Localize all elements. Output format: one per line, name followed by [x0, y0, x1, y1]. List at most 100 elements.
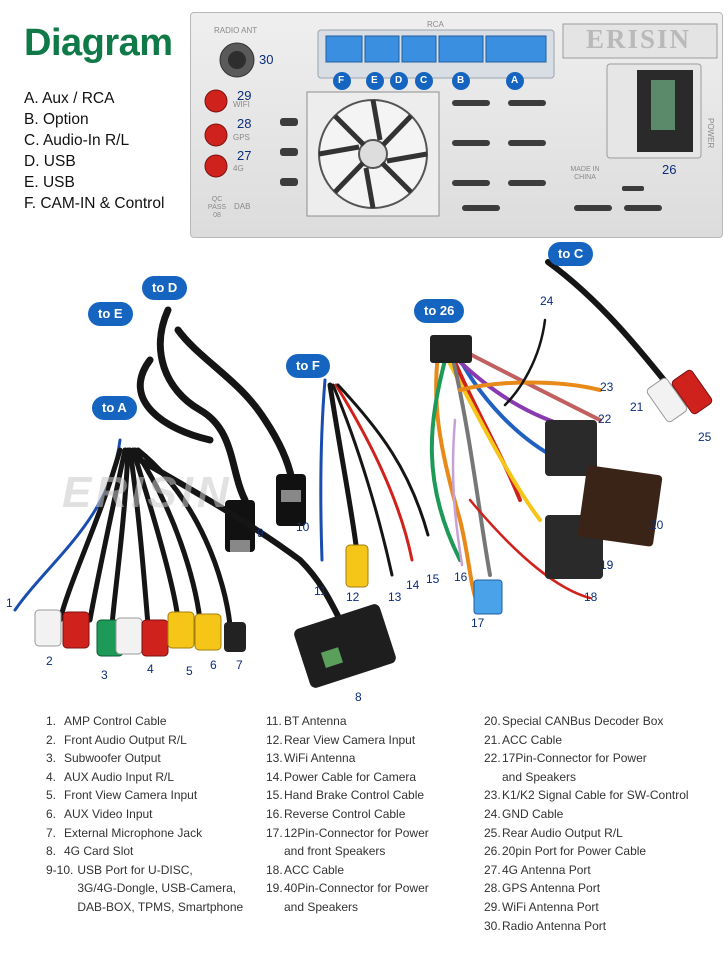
- caption-item: 30.Radio Antenna Port: [484, 918, 607, 933]
- legend-item-c: C. Audio-In R/L: [24, 132, 130, 149]
- dab-label: DAB: [234, 202, 251, 211]
- caption-item: 14.Power Cable for Camera: [266, 769, 417, 784]
- callout-1: 1: [6, 596, 13, 610]
- cooling-fan: [306, 91, 440, 217]
- caption-item: 2.Front Audio Output R/L: [46, 732, 187, 747]
- caption-item: 7.External Microphone Jack: [46, 825, 203, 840]
- rca-label: RCA: [427, 20, 444, 29]
- callout-9: 9: [257, 526, 264, 540]
- antenna-ports-red: [204, 89, 228, 178]
- port-legend: A. Aux / RCA B. Option C. Audio-In R/L D…: [24, 88, 164, 214]
- 4g-small-label: 4G: [233, 164, 244, 173]
- callout-8: 8: [355, 690, 362, 704]
- caption-item: 17.12Pin-Connector for Power and front S…: [266, 825, 429, 859]
- panel-vent-slots: [280, 100, 662, 211]
- rear-camera-plug: [345, 544, 369, 588]
- callout-25: 25: [698, 430, 712, 444]
- gps-small-label: GPS: [233, 133, 250, 142]
- port-number-27: 27: [237, 148, 252, 163]
- caption-column-1: 1.AMP Control Cable 2.Front Audio Output…: [46, 712, 243, 917]
- caption-item: 23.K1/K2 Signal Cable for SW-Control: [484, 788, 689, 803]
- callout-3: 3: [101, 668, 108, 682]
- legend-item-d: D. USB: [24, 153, 76, 170]
- brand-plate: [562, 23, 718, 59]
- caption-item: 25.Rear Audio Output R/L: [484, 825, 623, 840]
- bubble-to-c: to C: [548, 242, 594, 266]
- caption-item: 1.AMP Control Cable: [46, 714, 167, 728]
- rca-harness-a: [13, 438, 343, 628]
- port-number-26: 26: [662, 162, 677, 177]
- port-number-28: 28: [237, 116, 252, 131]
- port-letter-c: C: [420, 75, 428, 86]
- caption-item: 9-10.USB Port for U-DISC, 3G/4G-Dongle, …: [46, 862, 244, 914]
- port-letter-e: E: [371, 75, 378, 86]
- callout-22: 22: [598, 412, 612, 426]
- rca-plugs-front: [34, 609, 246, 657]
- callout-10: 10: [296, 520, 310, 534]
- callout-17: 17: [471, 616, 485, 630]
- callout-19: 19: [600, 558, 614, 572]
- caption-item: 28.GPS Antenna Port: [484, 881, 601, 896]
- caption-item: 19.40Pin-Connector for Power and Speaker…: [266, 881, 429, 914]
- callout-12: 12: [346, 590, 360, 604]
- caption-item: 27.4G Antenna Port: [484, 862, 591, 877]
- callout-11: 11: [314, 584, 327, 598]
- caption-item: 6.AUX Video Input: [46, 806, 153, 821]
- caption-item: 15.Hand Brake Control Cable: [266, 788, 425, 803]
- usb-port-10-tip: [281, 490, 301, 502]
- bubble-to-e: to E: [88, 302, 133, 326]
- caption-item: 3.Subwoofer Output: [46, 751, 161, 766]
- callout-2: 2: [46, 654, 53, 668]
- callout-7: 7: [236, 658, 243, 672]
- callout-6: 6: [210, 658, 217, 672]
- wifi-small-label: WIFI: [233, 100, 250, 109]
- legend-item-e: E. USB: [24, 174, 75, 191]
- callout-16: 16: [454, 570, 468, 584]
- callout-13: 13: [388, 590, 402, 604]
- watermark: ERISIN: [62, 468, 233, 517]
- callout-15: 15: [426, 572, 440, 586]
- callout-5: 5: [186, 664, 193, 678]
- bubble-to-a: to A: [92, 396, 137, 420]
- callout-24: 24: [540, 294, 554, 308]
- caption-item: 5.Front View Camera Input: [46, 788, 198, 803]
- port-letter-circles: [333, 72, 524, 90]
- caption-item: 11.BT Antenna: [266, 714, 347, 728]
- caption-item: 16.Reverse Control Cable: [266, 806, 406, 821]
- callout-23: 23: [600, 380, 614, 394]
- port-letter-a: A: [511, 75, 519, 86]
- port-number-30: 30: [259, 52, 274, 67]
- callout-14: 14: [406, 578, 420, 592]
- usb-cables: [136, 306, 296, 504]
- port-letter-b: B: [457, 75, 465, 86]
- qc-pass-label: QC PASS 08: [207, 196, 227, 219]
- legend-item-a: A. Aux / RCA: [24, 90, 115, 107]
- caption-item: 29.WiFi Antenna Port: [484, 899, 599, 914]
- connector-17pin: [545, 420, 597, 476]
- rear-audio-cable-c: [545, 259, 713, 423]
- port-letter-f: F: [338, 75, 345, 86]
- canbus-decoder-box: [577, 465, 663, 547]
- radio-ant-label: RADIO ANT: [214, 26, 258, 35]
- usb-port-9-tip: [230, 540, 250, 552]
- made-in-label: MADE IN CHINA: [570, 166, 600, 181]
- bubble-to-f: to F: [286, 354, 330, 378]
- caption-column-3: 20.Special CANBus Decoder Box 21.ACC Cab…: [484, 712, 689, 935]
- caption-item: 20.Special CANBus Decoder Box: [484, 714, 664, 728]
- diagram-title: Diagram: [24, 22, 173, 64]
- brand-logo: ERISIN: [586, 24, 692, 54]
- caption-item: 22.17Pin-Connector for Power and Speaker…: [484, 751, 647, 784]
- connector-20pin-plug: [430, 335, 472, 363]
- caption-item: 24.GND Cable: [484, 806, 564, 821]
- caption-item: 18.ACC Cable: [266, 862, 345, 877]
- legend-item-f: F. CAM-IN & Control: [24, 195, 165, 212]
- caption-item: 8.4G Card Slot: [46, 844, 134, 859]
- port-letter-d: D: [395, 75, 403, 86]
- caption-item: 13.WiFi Antenna: [266, 751, 356, 766]
- caption-item: 21.ACC Cable: [484, 732, 563, 747]
- caption-column-2: 11.BT Antenna 12.Rear View Camera Input …: [266, 712, 429, 917]
- caption-item: 4.AUX Audio Input R/L: [46, 769, 175, 784]
- legend-item-b: B. Option: [24, 111, 89, 128]
- power-connector-26: [606, 63, 702, 159]
